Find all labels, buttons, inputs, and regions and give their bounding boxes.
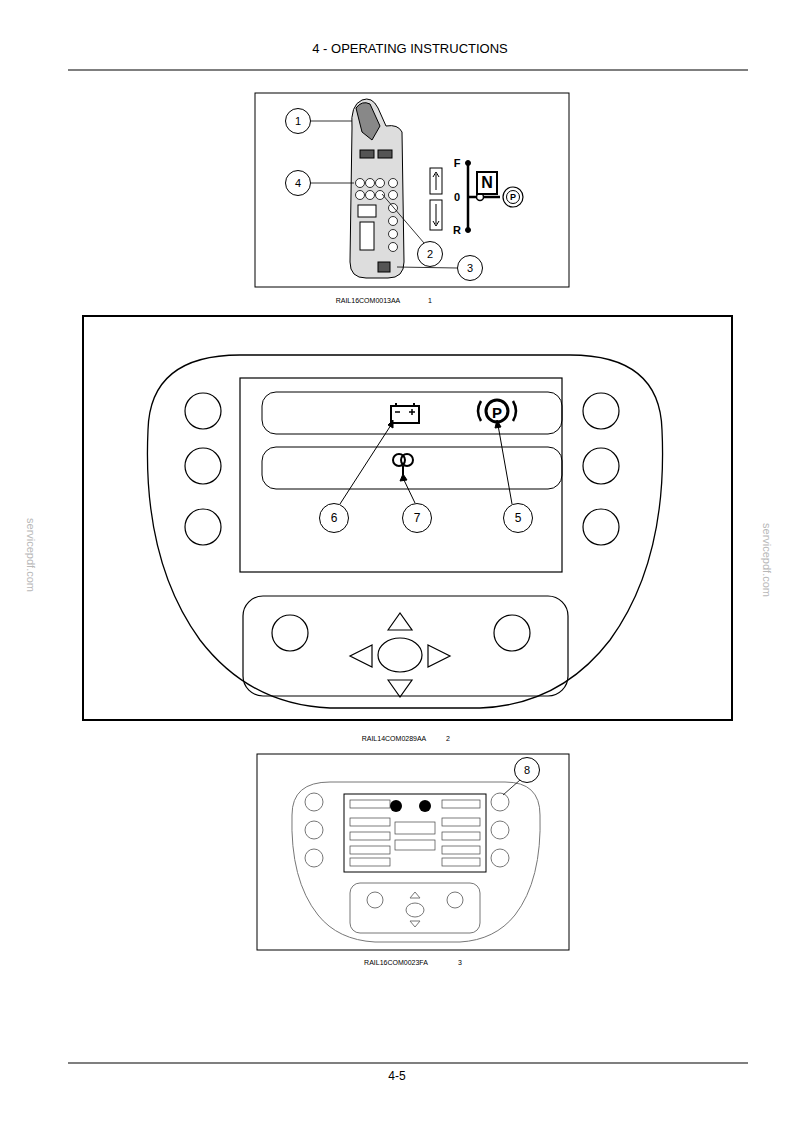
callout-circle: 2 [417, 241, 443, 267]
figure-number-holder: 3 [458, 959, 462, 966]
watermark-holder: servicepdf.com [25, 518, 36, 592]
figure-code: RAIL16COM0013AA [336, 297, 401, 304]
callout-circle: 6 [319, 503, 349, 533]
figure-number-holder: 2 [446, 735, 450, 742]
callout-number: 2 [427, 248, 433, 260]
callout-circle: 5 [503, 503, 533, 533]
figure-code: RAIL16COM0023FA [364, 959, 428, 966]
figure-number-holder: 1 [428, 297, 432, 304]
shift-position: 0 [454, 191, 460, 203]
figure-code-holder: RAIL16COM0023FA [364, 959, 428, 966]
callout-number: 5 [515, 511, 522, 525]
callout-circle: 4 [285, 170, 311, 196]
watermark-holder: servicepdf.com [761, 523, 772, 597]
callout-number: 7 [414, 511, 421, 525]
figure-code: RAIL14COM0289AA [362, 735, 427, 742]
callout-number: 6 [331, 511, 338, 525]
callout-circle: 3 [457, 255, 483, 281]
watermark: servicepdf.com [761, 523, 773, 597]
figure-code-holder: RAIL14COM0289AA [362, 735, 427, 742]
park-symbol-holder: P [492, 405, 502, 420]
callout-circle: 8 [514, 757, 540, 783]
figure-number: 1 [428, 297, 432, 304]
park-symbol: P [492, 404, 502, 421]
callout-number: 3 [467, 262, 473, 274]
header-holder: 4 - OPERATING INSTRUCTIONS [312, 42, 508, 55]
watermark: servicepdf.com [25, 518, 37, 592]
shift-position: F [454, 157, 461, 169]
callout-number: 1 [295, 115, 301, 127]
shift-position-holder: R [453, 225, 461, 236]
shift-position-holder: 0 [454, 192, 460, 203]
page-number-holder: 4-5 [388, 1070, 405, 1082]
callout-number: 4 [295, 177, 301, 189]
figure-number: 2 [446, 735, 450, 742]
figure-number: 3 [458, 959, 462, 966]
gear-letter: N [481, 174, 493, 192]
park-symbol: P [510, 192, 516, 202]
shift-position: R [453, 224, 461, 236]
page-number: 4-5 [388, 1069, 405, 1083]
gear-symbol-box: N [476, 171, 498, 195]
figure-code-holder: RAIL16COM0013AA [336, 297, 401, 304]
shift-position-holder: F [454, 158, 461, 169]
callout-circle: 7 [402, 503, 432, 533]
callout-number: 8 [524, 764, 530, 776]
park-symbol-holder: P [510, 193, 516, 202]
callout-circle: 1 [285, 108, 311, 134]
page-header: 4 - OPERATING INSTRUCTIONS [312, 41, 508, 56]
